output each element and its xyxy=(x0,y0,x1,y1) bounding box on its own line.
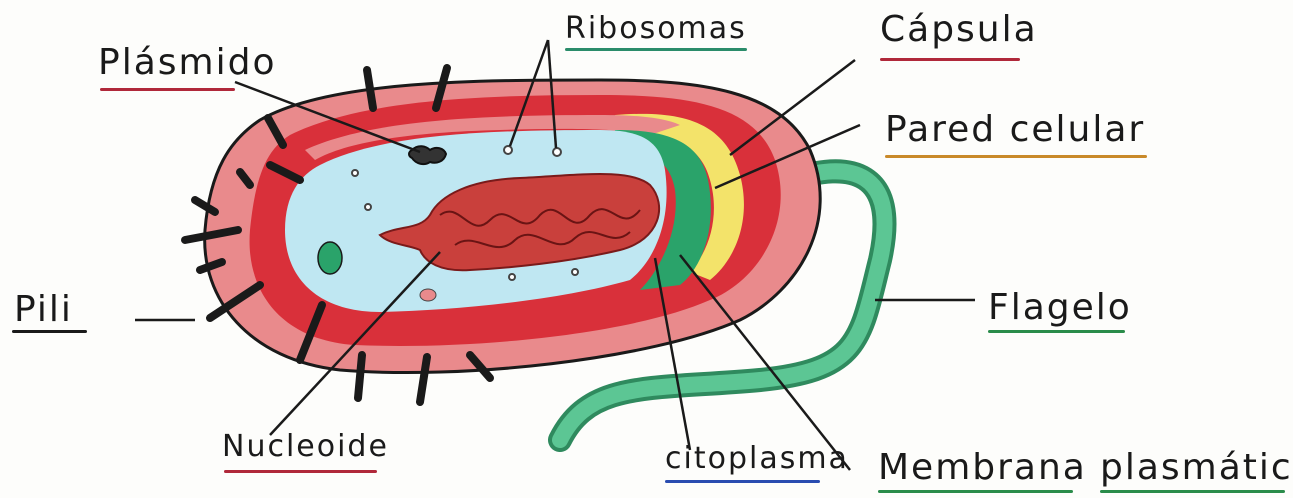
nucleoide-label: Nucleoide xyxy=(222,432,389,462)
plasmido-label: Plásmido xyxy=(98,45,276,81)
capsula-label: Cápsula xyxy=(880,12,1038,48)
nucleoide-underline xyxy=(224,470,377,473)
capsula-underline xyxy=(880,58,1020,61)
pared-label: Pared celular xyxy=(885,112,1145,148)
membrana-underline xyxy=(878,490,1073,493)
green-inclusion xyxy=(318,242,342,274)
pared-underline xyxy=(885,155,1147,158)
citoplasma-label: citoplasma xyxy=(665,444,849,474)
plasmatica-label: plasmática xyxy=(1100,450,1293,486)
red-inclusion xyxy=(420,289,436,301)
pili-underline xyxy=(12,330,87,333)
ribosomas-label: Ribosomas xyxy=(565,14,747,44)
citoplasma-underline xyxy=(665,480,820,483)
plasmatica-underline xyxy=(1100,490,1285,493)
flagelo-underline xyxy=(988,330,1125,333)
ribosomas-underline xyxy=(565,48,747,51)
flagelo-label: Flagelo xyxy=(988,290,1132,326)
membrana-label: Membrana xyxy=(878,450,1087,486)
plasmido-underline xyxy=(100,88,235,91)
pili-label: Pili xyxy=(14,292,73,328)
